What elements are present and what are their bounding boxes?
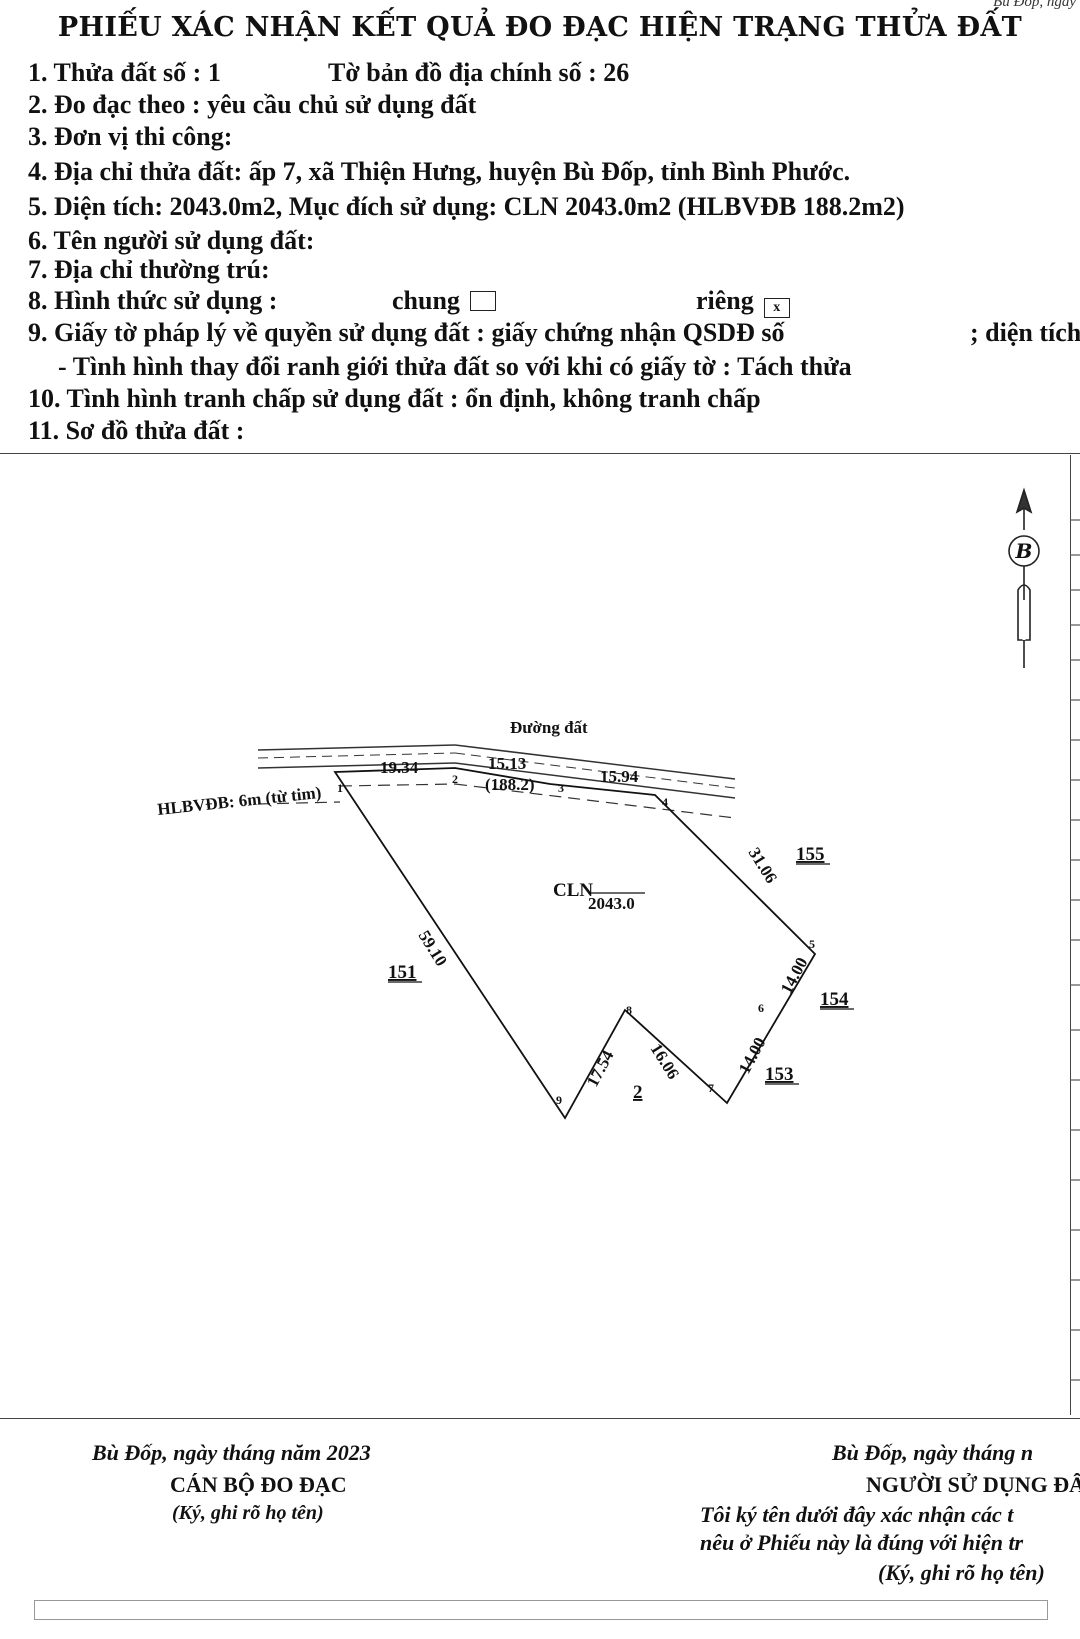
parcel-boundary [333,767,817,1120]
vertex-4: 4 [662,795,668,809]
map-top-border [0,453,1080,454]
usage-shared-label: chung [392,286,460,315]
usage-shared: chung [392,286,496,316]
edge-label-7: 16.06 [647,1040,683,1083]
land-use-label: CLN [553,880,593,901]
left-signer-title: CÁN BỘ ĐO ĐẠC [170,1472,347,1497]
item-1: 1. Thửa đất số : 1 Tờ bản đồ địa chính s… [28,58,629,88]
item-9-change: - Tình hình thay đổi ranh giới thửa đất … [58,352,852,381]
map-sheet-number: Tờ bản đồ địa chính số : 26 [328,58,630,87]
right-place-date: Bù Đốp, ngày tháng n [832,1440,1034,1465]
legal-doc-area: ; diện tích [970,318,1080,347]
vertex-3: 3 [558,781,564,795]
vertex-1: 1 [337,781,343,795]
right-signer-note-2: nêu ở Phiếu này là đúng với hiện tr [700,1530,1024,1555]
neighbor-parcel-151: 151 [388,962,417,983]
vertex-7: 7 [708,1081,714,1095]
road [257,744,736,799]
vertex-6: 6 [758,1001,764,1015]
footer-box [34,1600,1048,1620]
item-6: 6. Tên người sử dụng đất: [28,226,315,255]
neighbor-parcel-155: 155 [796,844,825,865]
corridor-label: HLBVĐB: 6m (từ tim) [156,783,322,819]
area-label: 2043.0 [588,894,635,913]
usage-form-label: 8. Hình thức sử dụng : [28,286,278,315]
item-9: 9. Giấy tờ pháp lý về quyền sử dụng đất … [28,318,1080,348]
edge-label-5: 14.00 [777,954,812,997]
right-signer-title: NGƯỜI SỬ DỤNG ĐẤ [866,1472,1080,1497]
vertex-8: 8 [626,1003,632,1017]
item-2: 2. Đo đạc theo : yêu cầu chủ sử dụng đất [28,90,477,119]
vertex-2: 2 [452,772,458,786]
right-signer-note-1: Tôi ký tên dưới đây xác nhận các t [700,1502,1014,1527]
item-3: 3. Đơn vị thi công: [28,122,233,151]
map-right-border [1070,455,1071,1415]
road-label: Đường đất [510,718,588,737]
corridor-boundary [257,783,736,819]
item-5: 5. Diện tích: 2043.0m2, Mục đích sử dụng… [28,192,905,221]
vertex-9: 9 [556,1093,562,1107]
edge-label-9: 59.10 [415,927,451,970]
item-11: 11. Sơ đồ thửa đất : [28,416,245,445]
edge-label-1: 19.34 [380,758,419,777]
item-10: 10. Tình hình tranh chấp sử dụng đất : ổ… [28,384,761,413]
north-arrow-icon [1008,487,1040,668]
map-bottom-border [0,1418,1080,1419]
north-letter: B [1015,539,1033,563]
neighbor-parcel-154: 154 [820,989,849,1010]
edge-label-2: 15.13 [488,754,526,773]
edge-label-4: 31.06 [745,844,781,887]
corridor-area-label: (188.2) [485,775,535,794]
right-signer-note-3: (Ký, ghi rõ họ tên) [878,1560,1045,1585]
neighbor-parcel-2: 2 [633,1082,643,1103]
neighbor-parcel-153: 153 [765,1064,794,1085]
usage-shared-checkbox[interactable] [469,291,496,311]
parcel-number: 1. Thửa đất số : 1 [28,58,221,87]
usage-private-label: riêng [696,286,754,315]
edge-label-3: 15.94 [600,767,639,786]
vertex-5: 5 [809,937,815,951]
left-place-date: Bù Đốp, ngày tháng năm 2023 [92,1440,371,1465]
edge-label-8: 17.54 [583,1047,618,1090]
form-title: PHIẾU XÁC NHẬN KẾT QUẢ ĐO ĐẠC HIỆN TRẠNG… [57,12,1023,43]
corner-text: Bù Đốp, ngày [993,0,1076,10]
legal-doc-label: 9. Giấy tờ pháp lý về quyền sử dụng đất … [28,318,785,347]
left-signer-note: (Ký, ghi rõ họ tên) [172,1502,324,1524]
item-4: 4. Địa chỉ thửa đất: ấp 7, xã Thiện Hưng… [28,157,851,186]
usage-private-checkbox[interactable]: x [763,298,790,318]
item-7: 7. Địa chỉ thường trú: [28,255,270,284]
